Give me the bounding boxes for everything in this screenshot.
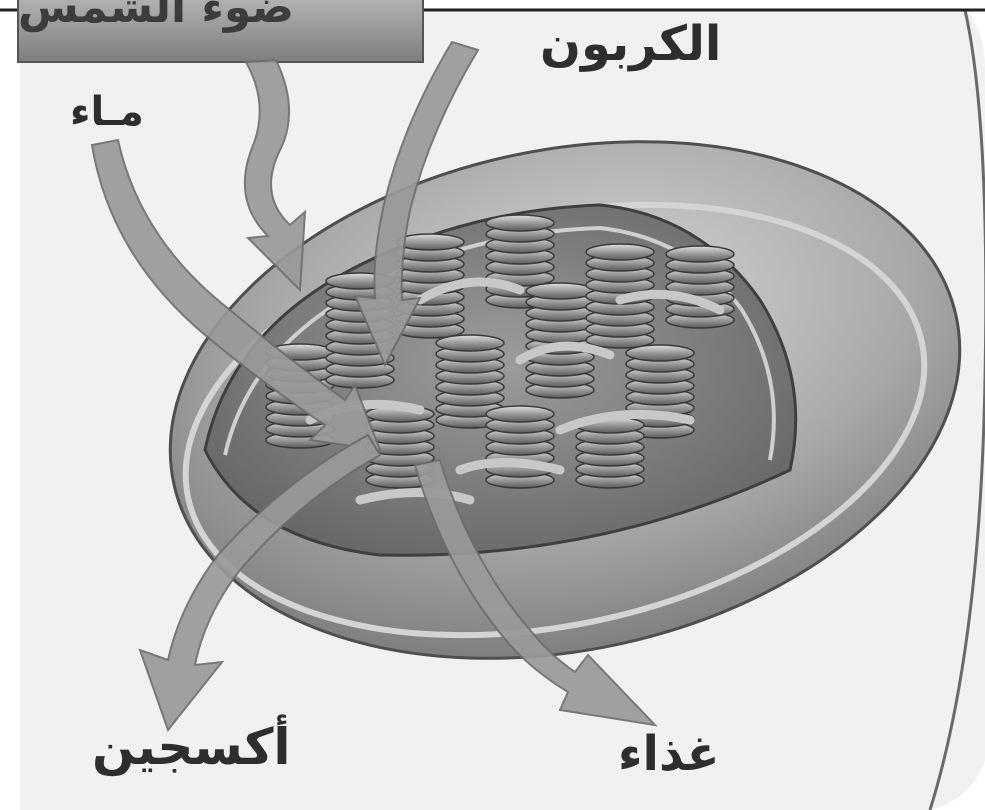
thylakoid-disk [626,345,694,361]
thylakoid-disk [486,215,554,231]
carbon-label: الكربون [540,20,721,68]
oxygen-label: أكسجين [92,722,291,772]
thylakoid-disk [486,406,554,422]
thylakoid-disk [436,335,504,351]
thylakoid-disk [586,244,654,260]
granum-stack [486,406,554,488]
thylakoid-disk [666,246,734,262]
food-label: غذاء [618,730,720,778]
water-label: مـاء [70,92,144,132]
granum-stack [666,246,734,328]
granum-stack [576,417,644,488]
granum-stack [526,283,594,398]
sunlight-label: ضوء الشمس [18,0,294,30]
thylakoid-disk [526,283,594,299]
